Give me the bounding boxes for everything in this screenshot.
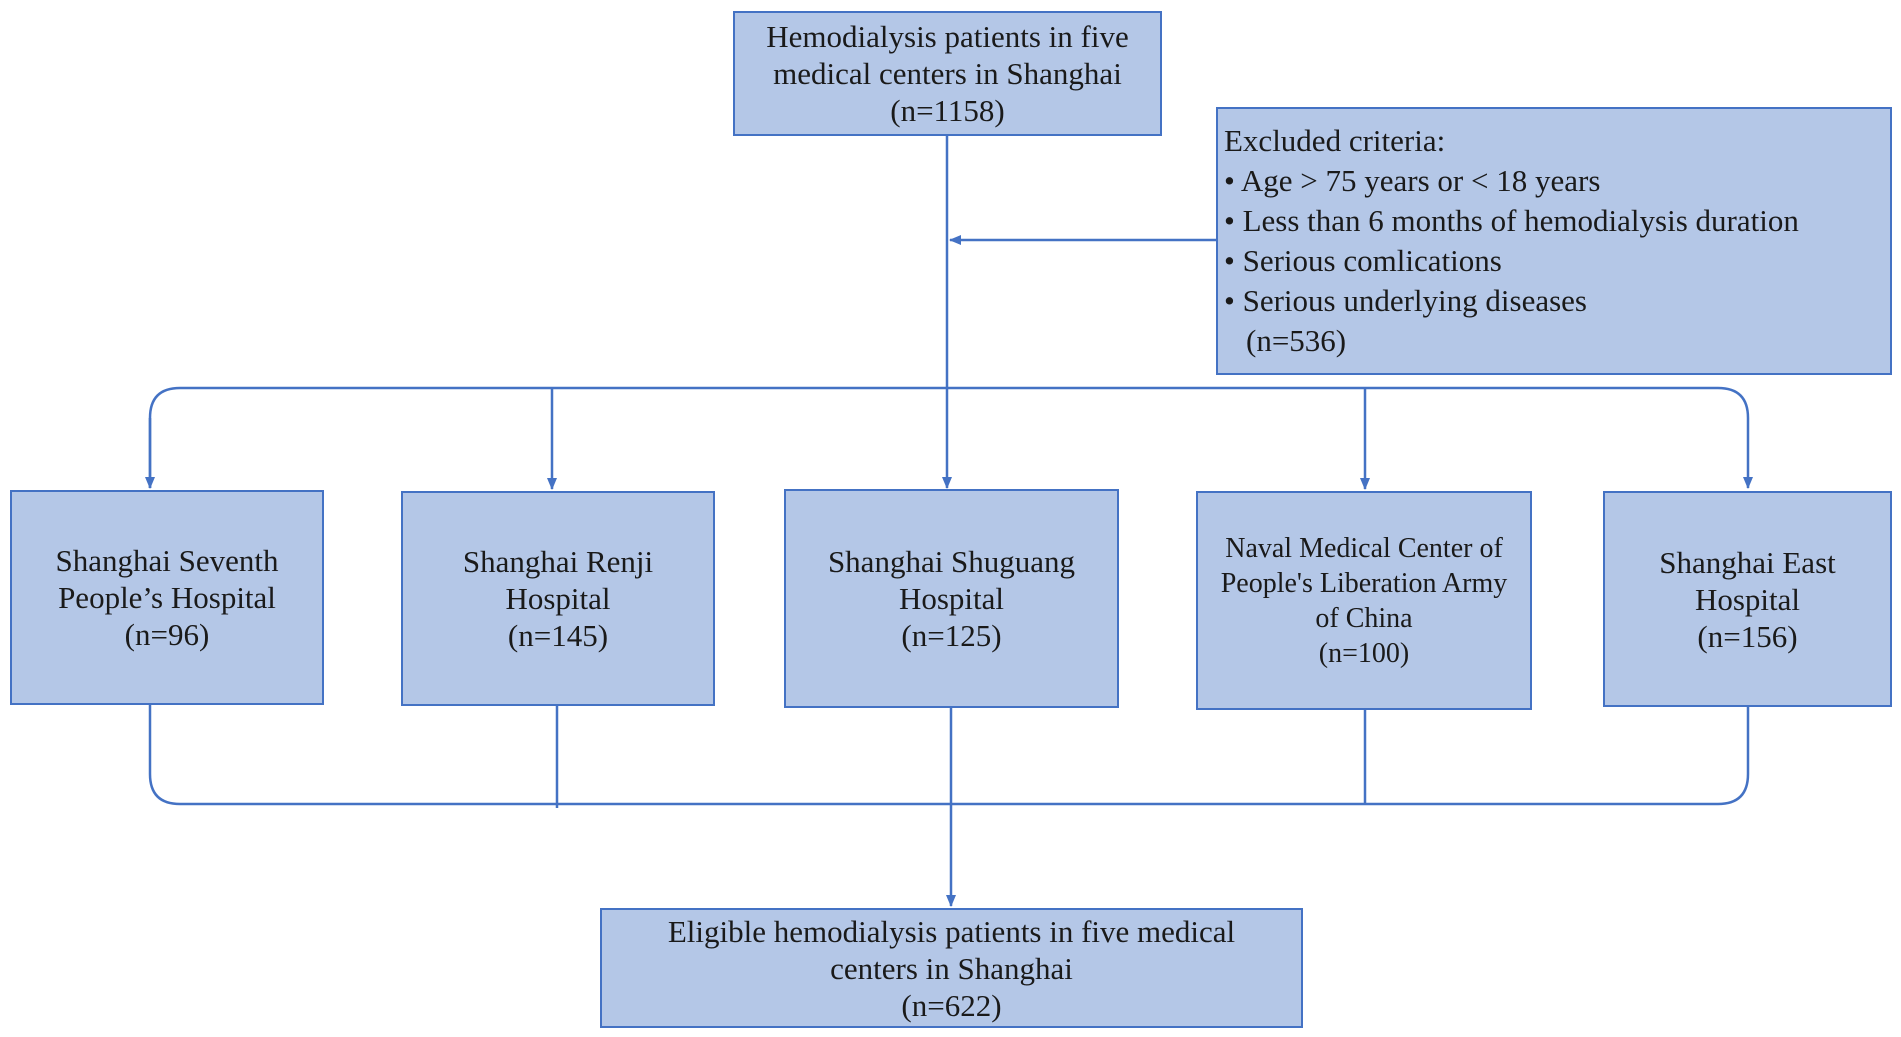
eligible-line-1: Eligible hemodialysis patients in five m… [667, 913, 1236, 949]
hospital-name-line-2: People's Liberation Army [1220, 567, 1508, 599]
hospital-name-line-2: Hospital [898, 581, 1005, 616]
excluded-criteria-box: Excluded criteria: • Age > 75 years or <… [1216, 107, 1892, 375]
total-patients-count: (n=1158) [890, 93, 1005, 128]
excluded-item-duration: • Less than 6 months of hemodialysis dur… [1224, 203, 1799, 238]
hospital-box-seventh: Shanghai Seventh People’s Hospital (n=96… [10, 490, 324, 705]
excluded-item-diseases: • Serious underlying diseases [1224, 283, 1587, 318]
total-patients-line-1: Hemodialysis patients in five [766, 19, 1129, 54]
hospital-name-line-2: Hospital [1694, 581, 1801, 617]
collection-bus [148, 705, 1750, 806]
hospital-count: (n=145) [507, 618, 609, 653]
hospital-name-line-1: Shanghai Renji [462, 544, 654, 579]
total-patients-box: Hemodialysis patients in five medical ce… [733, 11, 1162, 136]
hospital-count: (n=100) [1318, 637, 1410, 669]
hospital-name-line-1: Naval Medical Center of [1225, 532, 1503, 564]
hospital-box-east: Shanghai East Hospital (n=156) [1603, 491, 1892, 707]
hospital-name-line-1: Shanghai East [1659, 544, 1836, 580]
hospital-name-line-2: Hospital [505, 581, 611, 616]
hospital-count: (n=156) [1697, 618, 1798, 654]
hospital-box-naval: Naval Medical Center of People's Liberat… [1196, 491, 1532, 710]
excluded-item-age: • Age > 75 years or < 18 years [1224, 163, 1601, 198]
hospital-box-shuguang: Shanghai Shuguang Hospital (n=125) [784, 489, 1119, 708]
total-patients-line-2: medical centers in Shanghai [773, 56, 1122, 91]
hospital-count: (n=125) [901, 618, 1002, 653]
hospital-name-line-3: of China [1315, 602, 1413, 634]
excluded-count: (n=536) [1246, 323, 1347, 358]
hospital-name-line-1: Shanghai Seventh [55, 543, 279, 578]
eligible-patients-box: Eligible hemodialysis patients in five m… [600, 908, 1303, 1028]
excluded-item-complications: • Serious comlications [1224, 243, 1502, 278]
hospital-count: (n=96) [124, 617, 210, 652]
hospital-name-line-2: People’s Hospital [58, 580, 276, 615]
hospital-box-renji: Shanghai Renji Hospital (n=145) [401, 491, 715, 706]
distribution-bus [148, 386, 1753, 489]
excluded-title: Excluded criteria: [1224, 123, 1446, 158]
eligible-count: (n=622) [901, 987, 1002, 1023]
hospital-name-line-1: Shanghai Shuguang [827, 544, 1076, 579]
eligible-line-2: centers in Shanghai [830, 950, 1073, 986]
